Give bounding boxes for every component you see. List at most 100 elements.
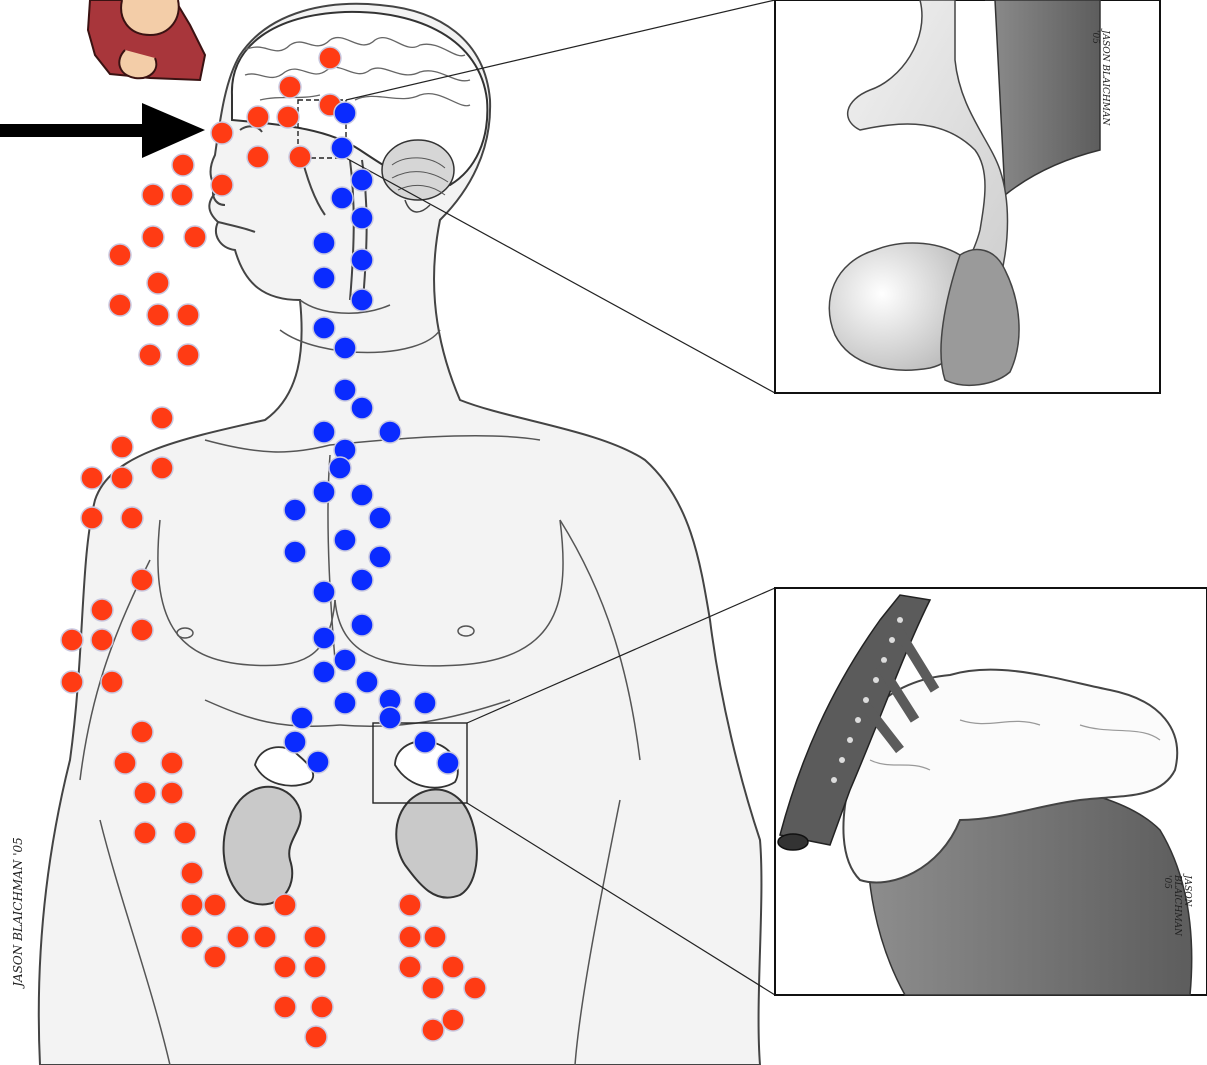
red-dot: [184, 226, 206, 248]
red-dot: [247, 146, 269, 168]
blue-dot: [351, 169, 373, 191]
red-dot: [161, 752, 183, 774]
blue-dot: [331, 187, 353, 209]
inset-signature: JASON BLAICHMAN '05: [1090, 30, 1110, 127]
red-dot: [147, 304, 169, 326]
blue-dot: [414, 692, 436, 714]
blue-dot: [313, 267, 335, 289]
blue-dot: [329, 457, 351, 479]
red-dot: [181, 862, 203, 884]
red-dot: [274, 894, 296, 916]
red-dot: [91, 629, 113, 651]
red-dot: [311, 996, 333, 1018]
red-dot: [139, 344, 161, 366]
red-dot: [274, 996, 296, 1018]
blue-dot: [351, 289, 373, 311]
blue-dot: [334, 649, 356, 671]
blue-dot: [313, 232, 335, 254]
red-dot: [304, 926, 326, 948]
blue-dot: [291, 707, 313, 729]
blue-dot: [331, 137, 353, 159]
red-dot: [131, 721, 153, 743]
red-dot: [274, 956, 296, 978]
blue-dot: [284, 541, 306, 563]
cartoon-person-icon: [88, 0, 205, 80]
red-dot: [247, 106, 269, 128]
blue-dot: [313, 581, 335, 603]
red-dot: [131, 619, 153, 641]
red-dot: [81, 507, 103, 529]
red-dot: [109, 244, 131, 266]
red-dot: [422, 977, 444, 999]
red-dot: [111, 467, 133, 489]
red-dot: [305, 1026, 327, 1048]
red-dot: [134, 822, 156, 844]
blue-dot: [414, 731, 436, 753]
blue-dot: [351, 484, 373, 506]
red-dot: [181, 926, 203, 948]
red-dot: [61, 629, 83, 651]
red-dot: [442, 956, 464, 978]
blue-dot: [334, 102, 356, 124]
inset-signature: JASON BLAICHMAN '05: [1162, 875, 1192, 936]
blue-dot: [307, 751, 329, 773]
red-dot: [211, 122, 233, 144]
red-dot: [399, 956, 421, 978]
blue-dot: [379, 707, 401, 729]
red-dot: [151, 457, 173, 479]
red-dot: [442, 1009, 464, 1031]
blue-dot: [369, 546, 391, 568]
red-dot: [399, 894, 421, 916]
red-dot: [422, 1019, 444, 1041]
red-dot: [204, 946, 226, 968]
blue-dot: [356, 671, 378, 693]
red-dot: [277, 106, 299, 128]
blue-dot: [369, 507, 391, 529]
red-dot: [142, 226, 164, 248]
red-dot: [81, 467, 103, 489]
blue-dot: [351, 207, 373, 229]
red-dot: [319, 47, 341, 69]
red-dot: [111, 436, 133, 458]
red-dot: [171, 184, 193, 206]
red-dot: [174, 822, 196, 844]
blue-dot: [351, 614, 373, 636]
blue-dot: [313, 481, 335, 503]
red-dot: [91, 599, 113, 621]
blue-dot: [351, 249, 373, 271]
blue-dot: [313, 661, 335, 683]
red-dot: [109, 294, 131, 316]
red-dot: [464, 977, 486, 999]
red-dot: [142, 184, 164, 206]
red-dot: [101, 671, 123, 693]
red-dot: [172, 154, 194, 176]
red-dot: [114, 752, 136, 774]
red-dot: [254, 926, 276, 948]
red-dot: [161, 782, 183, 804]
blue-dot: [379, 421, 401, 443]
blue-dot: [334, 692, 356, 714]
red-dot: [134, 782, 156, 804]
red-dot: [147, 272, 169, 294]
blue-dot: [334, 379, 356, 401]
blue-dot: [334, 337, 356, 359]
blue-dot: [284, 499, 306, 521]
blue-dot: [334, 529, 356, 551]
red-dot: [121, 507, 143, 529]
artist-signature: JASON BLAICHMAN '05: [11, 832, 25, 992]
red-dot: [304, 956, 326, 978]
arrow-right-icon: [0, 103, 205, 158]
red-dot: [151, 407, 173, 429]
blue-dot: [284, 731, 306, 753]
blue-dot: [313, 317, 335, 339]
red-dot: [211, 174, 233, 196]
red-dot: [177, 304, 199, 326]
red-dot: [131, 569, 153, 591]
blue-dot: [313, 627, 335, 649]
blue-dot: [351, 569, 373, 591]
red-dot: [279, 76, 301, 98]
adrenal-inset: [775, 588, 1207, 995]
red-dot: [424, 926, 446, 948]
